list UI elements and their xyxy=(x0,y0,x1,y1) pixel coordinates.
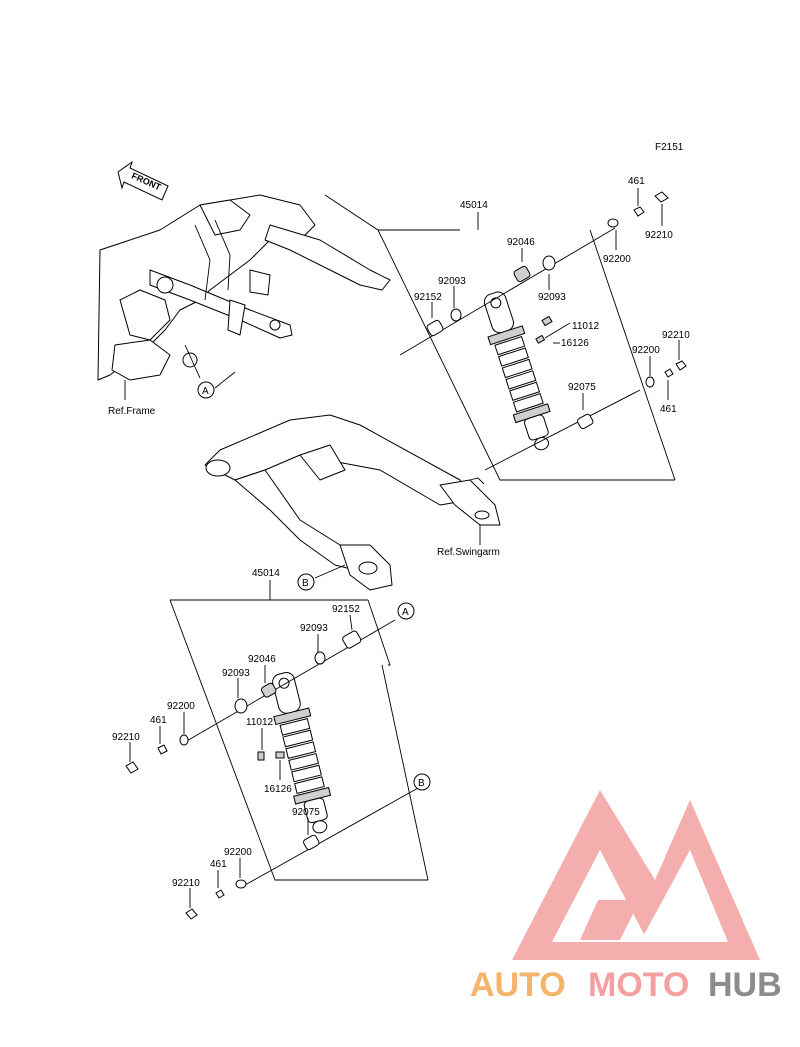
marker-b-lower xyxy=(413,773,431,791)
upper-label-11012: 11012 xyxy=(572,321,600,332)
upper-label-92200-a: 92200 xyxy=(603,254,631,265)
upper-part-11012 xyxy=(541,315,553,327)
lower-label-92075: 92075 xyxy=(292,807,320,818)
upper-label-92093-a: 92093 xyxy=(438,276,466,287)
lower-label-16126: 16126 xyxy=(264,784,292,795)
upper-part-16126 xyxy=(535,334,546,344)
marker-b-upper xyxy=(297,573,315,591)
upper-part-461-b xyxy=(664,368,674,378)
upper-label-16126: 16126 xyxy=(561,338,589,349)
upper-label-92046: 92046 xyxy=(507,237,535,248)
marker-a-lower xyxy=(397,602,415,620)
watermark-text-auto: AUTO xyxy=(470,966,566,1004)
lower-part-92200-b xyxy=(235,879,247,889)
ref-swingarm-label: Ref.Swingarm xyxy=(437,547,500,558)
upper-part-92046 xyxy=(513,265,531,283)
lower-part-92046 xyxy=(260,682,277,698)
lower-part-16126 xyxy=(275,751,285,759)
lower-assy-label: 45014 xyxy=(252,568,280,579)
lower-label-92093-b: 92093 xyxy=(222,668,250,679)
upper-label-92210-a: 92210 xyxy=(645,230,673,241)
lower-shock-absorber xyxy=(272,672,332,834)
lower-part-461-b xyxy=(215,889,225,899)
swingarm-drawing xyxy=(204,414,501,591)
upper-label-92075: 92075 xyxy=(568,382,596,393)
upper-part-92210-b xyxy=(675,360,687,371)
lower-part-92093-b xyxy=(234,698,248,714)
upper-label-461-a: 461 xyxy=(628,176,645,187)
upper-part-92075 xyxy=(577,413,594,430)
lower-label-461-a: 461 xyxy=(150,715,167,726)
frame-drawing xyxy=(97,194,391,381)
marker-a-lower-label: A xyxy=(402,607,409,618)
front-arrow-icon xyxy=(117,160,169,201)
lower-part-92152 xyxy=(342,630,362,649)
upper-label-92152: 92152 xyxy=(414,292,442,303)
lower-label-92210-a: 92210 xyxy=(112,732,140,743)
upper-label-92200-b: 92200 xyxy=(632,345,660,356)
diagram-code: F2151 xyxy=(655,142,684,153)
marker-b-lower-label: B xyxy=(418,778,425,789)
lower-part-92093-a xyxy=(314,651,326,665)
upper-assy-label: 45014 xyxy=(460,200,488,211)
upper-label-92093-b: 92093 xyxy=(538,292,566,303)
lower-label-461-b: 461 xyxy=(210,859,227,870)
upper-part-92152 xyxy=(426,319,444,337)
lower-part-92075 xyxy=(303,834,320,851)
lower-part-92210-b xyxy=(185,908,198,920)
lower-part-11012 xyxy=(257,751,265,761)
lower-part-461-a xyxy=(157,744,168,755)
upper-shock-absorber xyxy=(483,291,551,451)
watermark-logo xyxy=(512,790,760,960)
lower-label-92046: 92046 xyxy=(248,654,276,665)
lower-part-92210-a xyxy=(125,761,139,774)
watermark-text-hub: HUB xyxy=(708,966,782,1004)
upper-part-92093-b xyxy=(542,255,556,271)
upper-part-92210-a xyxy=(654,191,669,203)
upper-part-461-a xyxy=(633,206,645,217)
lower-label-92200-b: 92200 xyxy=(224,847,252,858)
upper-label-461-b: 461 xyxy=(660,404,677,415)
lower-label-92152: 92152 xyxy=(332,604,360,615)
upper-label-92210-b: 92210 xyxy=(662,330,690,341)
marker-a-upper-label: A xyxy=(202,386,209,397)
marker-a-upper xyxy=(197,381,215,399)
marker-b-upper-label: B xyxy=(302,578,309,589)
lower-label-92200-a: 92200 xyxy=(167,701,195,712)
lower-label-92210-b: 92210 xyxy=(172,878,200,889)
upper-part-92093-a xyxy=(450,308,462,322)
lower-label-11012: 11012 xyxy=(246,717,274,728)
lower-part-92200-a xyxy=(179,734,189,746)
lower-label-92093-a: 92093 xyxy=(300,623,328,634)
watermark-text-moto: MOTO xyxy=(588,966,689,1004)
upper-part-92200-a xyxy=(607,218,619,228)
upper-part-92200-b xyxy=(645,376,655,388)
ref-frame-label: Ref.Frame xyxy=(108,406,156,417)
